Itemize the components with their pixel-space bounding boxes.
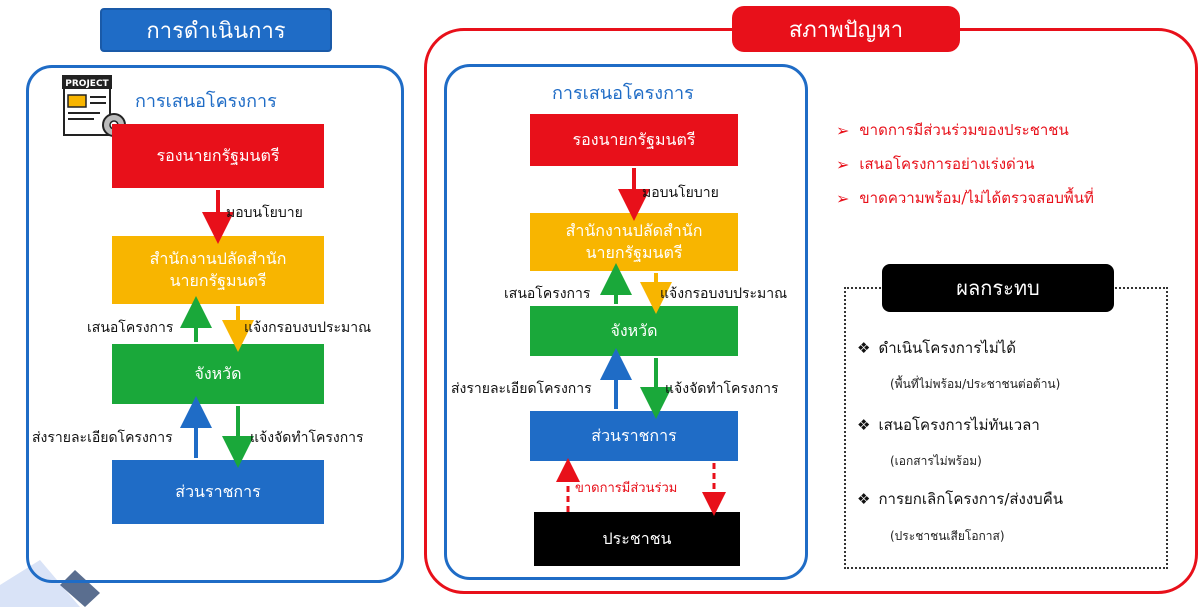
label-budget: แจ้งกรอบงบประมาณ [244, 320, 372, 336]
right-label-no-participation: ขาดการมีส่วนร่วม [575, 481, 678, 496]
deputy-pm-box: รองนายกรัฐมนตรี [112, 124, 324, 188]
right-label-prepare: แจ้งจัดทำโครงการ [665, 381, 779, 397]
problem-text: เสนอโครงการอย่างเร่งด่วน [859, 155, 1035, 173]
left-header: การดำเนินการ [100, 8, 332, 52]
province-box: จังหวัด [112, 344, 324, 404]
right-label-policy: มอบนโยบาย [642, 185, 719, 201]
right-label-budget: แจ้งกรอบงบประมาณ [660, 286, 788, 302]
left-arrows [180, 190, 254, 468]
label-prepare: แจ้งจัดทำโครงการ [250, 430, 364, 446]
office-box-line2: นายกรัฐมนตรี [169, 271, 267, 290]
problem-item: ➢ เสนอโครงการอย่างเร่งด่วน [836, 152, 1034, 176]
right-agency-box: ส่วนราชการ [530, 411, 738, 461]
project-document-icon: PROJECT [62, 75, 126, 137]
right-office-box: สำนักงานปลัดสำนัก นายกรัฐมนตรี [530, 213, 738, 271]
project-icon-text: PROJECT [65, 79, 109, 89]
right-label-send-details: ส่งรายละเอียดโครงการ [451, 381, 592, 397]
right-province-box: จังหวัด [530, 306, 738, 356]
corner-decoration [0, 560, 100, 607]
diamond-bullet-icon: ❖ [857, 416, 871, 434]
right-label-propose: เสนอโครงการ [504, 286, 591, 302]
impact-item: ❖ ดำเนินโครงการไม่ได้ [857, 336, 1016, 360]
people-box: ประชาชน [534, 512, 740, 566]
right-office-box-line2: นายกรัฐมนตรี [585, 243, 683, 262]
right-arrows [556, 168, 726, 516]
problem-item: ➢ ขาดการมีส่วนร่วมของประชาชน [836, 118, 1069, 142]
impact-sub: (พื้นที่ไม่พร้อม/ประชาชนต่อต้าน) [890, 377, 1061, 391]
agency-box: ส่วนราชการ [112, 460, 324, 524]
problem-text: ขาดความพร้อม/ไม่ได้ตรวจสอบพื้นที่ [859, 189, 1094, 207]
impact-text: การยกเลิกโครงการ/ส่งงบคืน [878, 490, 1063, 508]
problem-text: ขาดการมีส่วนร่วมของประชาชน [859, 121, 1069, 139]
impact-item: ❖ เสนอโครงการไม่ทันเวลา [857, 413, 1040, 437]
impact-text: ดำเนินโครงการไม่ได้ [878, 339, 1017, 357]
office-box: สำนักงานปลัดสำนัก นายกรัฐมนตรี [112, 236, 324, 304]
left-subtitle: การเสนอโครงการ [135, 91, 277, 112]
impact-sub: (เอกสารไม่พร้อม) [890, 454, 982, 468]
right-inner-panel [444, 64, 808, 580]
diamond-bullet-icon: ❖ [857, 490, 871, 508]
arrow-bullet-icon: ➢ [836, 120, 850, 140]
label-propose: เสนอโครงการ [87, 320, 174, 336]
right-subtitle: การเสนอโครงการ [552, 83, 694, 104]
arrow-bullet-icon: ➢ [836, 188, 850, 208]
problem-item: ➢ ขาดความพร้อม/ไม่ได้ตรวจสอบพื้นที่ [836, 186, 1094, 210]
right-deputy-pm-box: รองนายกรัฐมนตรี [530, 114, 738, 166]
right-office-box-line1: สำนักงานปลัดสำนัก [565, 221, 703, 240]
impact-text: เสนอโครงการไม่ทันเวลา [878, 416, 1040, 434]
left-panel [26, 65, 404, 583]
office-box-line1: สำนักงานปลัดสำนัก [149, 249, 287, 268]
impact-item: ❖ การยกเลิกโครงการ/ส่งงบคืน [857, 487, 1063, 511]
impact-title: ผลกระทบ [882, 264, 1114, 312]
label-policy: มอบนโยบาย [226, 205, 303, 221]
diamond-bullet-icon: ❖ [857, 339, 871, 357]
right-header: สภาพปัญหา [732, 6, 960, 52]
label-send-details: ส่งรายละเอียดโครงการ [32, 430, 173, 446]
impact-sub: (ประชาชนเสียโอกาส) [890, 529, 1005, 543]
arrow-bullet-icon: ➢ [836, 154, 850, 174]
